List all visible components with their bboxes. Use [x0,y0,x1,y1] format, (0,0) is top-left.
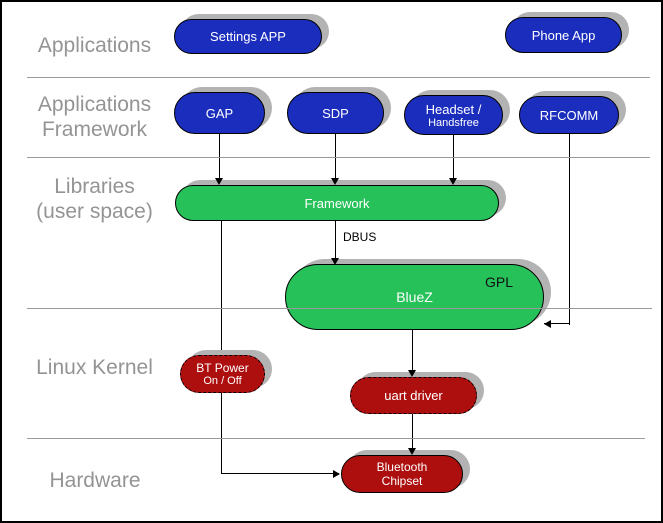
layer-label-text: Framework [41,118,147,141]
layer-label-text: Hardware [49,469,141,492]
node-uart-driver: uart driver [350,377,477,414]
layer-divider-2 [27,157,650,158]
node-label: Bluetooth [376,460,428,474]
edge-framework-chipset-horizontal [221,473,339,475]
node-label: BT Power [196,361,249,375]
node-rfcomm: RFCOMM [519,96,619,134]
gpl-badge: GPL [484,274,513,290]
layer-label-applications-framework: Applications Framework [27,92,162,142]
edge-gap-framework [219,134,221,185]
edge-framework-bluez-dbus [335,221,337,265]
layer-label-text: Libraries [54,175,135,198]
layer-label-applications: Applications [27,33,162,58]
layer-label-text: Applications [37,34,152,57]
arrowhead-bluez-uart [408,370,416,377]
node-label: Phone App [531,27,596,43]
node-framework: Framework [175,185,499,221]
node-label: Handsfree [428,116,479,129]
node-settings-app: Settings APP [174,19,322,54]
layer-label-libraries: Libraries (user space) [17,174,172,224]
edge-rfcomm-bluez-vertical [569,134,571,325]
dbus-edge-label: DBUS [343,230,377,244]
node-gap: GAP [174,92,265,134]
node-label: Settings APP [210,29,286,44]
layer-divider-4 [27,438,645,439]
arrowhead-framework-bluez [331,258,339,265]
arrowhead-gap-framework [215,178,223,185]
layer-divider-3 [27,308,652,309]
node-label: Framework [304,195,370,211]
edge-framework-chipset-vertical [221,221,223,474]
node-label: Headset / [425,101,482,117]
edge-uart-chipset [412,414,414,455]
node-label: Chipset [381,474,423,488]
node-headset-handsfree: Headset / Handsfree [404,95,503,135]
node-bluetooth-chipset: Bluetooth Chipset [341,455,463,493]
node-label: BlueZ [396,289,433,305]
edge-headset-framework [453,135,455,185]
layer-label-linux-kernel: Linux Kernel [27,355,162,380]
node-phone-app: Phone App [505,17,622,53]
node-sdp: SDP [287,92,384,134]
edge-rfcomm-bluez-horizontal [544,323,570,325]
layer-label-hardware: Hardware [40,468,150,493]
node-bt-power: BT Power On / Off [180,355,265,393]
layer-divider-1 [27,77,650,78]
edge-bluez-uart [412,330,414,377]
arrowhead-framework-chipset [333,470,340,478]
layer-label-text: (user space) [36,200,153,223]
arrowhead-rfcomm-bluez [544,320,551,328]
node-label: uart driver [384,388,443,403]
arrowhead-sdp-framework [331,178,339,185]
arrowhead-uart-chipset [408,448,416,455]
node-bluez: GPL BlueZ [285,264,544,330]
node-label: On / Off [203,375,242,387]
node-label: GAP [205,105,234,121]
node-label: RFCOMM [539,107,599,123]
edge-sdp-framework [335,134,337,185]
node-label: SDP [322,105,349,121]
layer-label-text: Linux Kernel [36,356,153,379]
arrowhead-headset-framework [449,178,457,185]
layer-label-text: Applications [37,93,152,116]
